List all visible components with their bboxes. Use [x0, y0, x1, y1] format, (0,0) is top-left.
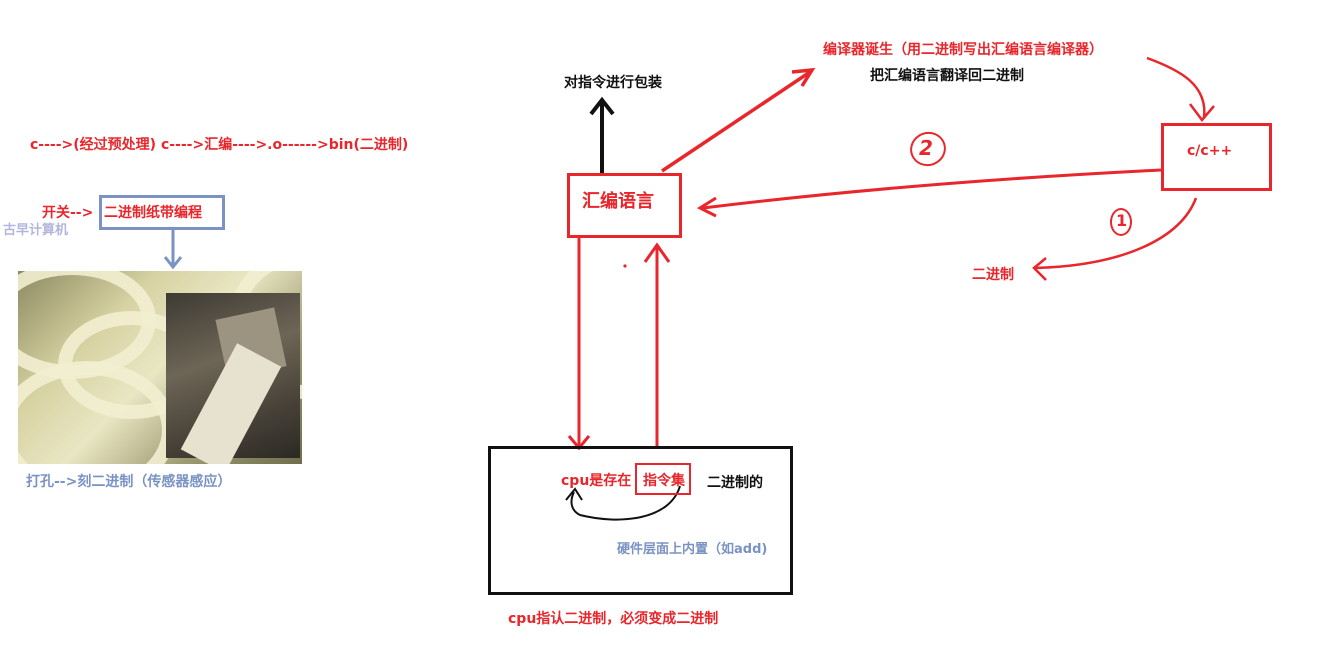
cpu-box: [488, 446, 793, 595]
step-one-marker: [1110, 208, 1132, 236]
cpu-instruction-set-prefix: cpu是存在: [561, 473, 632, 489]
assembly-language-label: 汇编语言: [582, 191, 654, 212]
step-one-label: 1: [1116, 211, 1128, 230]
cpp-to-assembly-arrow: [702, 168, 1162, 210]
cpp-to-assembly-arrowhead: [696, 196, 717, 218]
switch-label: 开关-->: [42, 205, 94, 221]
step-two-label: 2: [919, 136, 933, 160]
punched-tape-photo: [18, 271, 302, 464]
compiler-born-label: 编译器诞生（用二进制写出汇编语言编译器）: [823, 42, 1103, 58]
cpp-to-binary-curve: [1033, 197, 1198, 270]
compiler-to-cpp-arrowhead: [1189, 103, 1215, 122]
instruction-set-box: [635, 463, 691, 495]
instruction-set-loop-arrowhead: [565, 487, 583, 501]
compiler-to-cpp-curve: [1146, 56, 1206, 119]
wrap-instructions-label: 对指令进行包装: [564, 75, 662, 91]
compile-pipeline: c---->(经过预处理) c---->汇编---->.o------>bin(…: [30, 137, 409, 153]
binary-of-label: 二进制的: [707, 475, 763, 491]
wrap-arrowhead: [589, 96, 615, 116]
cpu-to-assembly-arrowhead: [643, 242, 671, 263]
punch-caption: 打孔-->刻二进制（传感器感应）: [26, 474, 232, 490]
hardware-builtin-label: 硬件层面上内置（如add): [617, 542, 768, 557]
tape-programming-label: 二进制纸带编程: [104, 205, 202, 221]
tape-programming-box: [99, 195, 225, 230]
binary-label: 二进制: [972, 267, 1014, 283]
early-computer-label: 古早计算机: [3, 223, 69, 238]
compiler-arrow: [661, 70, 811, 173]
stray-dot: [623, 264, 627, 268]
tape-to-photo-arrowhead: [163, 256, 183, 270]
cpp-label: c/c++: [1187, 143, 1233, 159]
instruction-set-loop: [570, 485, 681, 521]
translate-back-label: 把汇编语言翻译回二进制: [870, 68, 1024, 84]
cpu-instruction-set-boxed: 指令集: [643, 473, 685, 489]
cpp-box: [1161, 123, 1272, 191]
cpp-to-binary-arrowhead: [1032, 257, 1047, 281]
compiler-arrowhead: [791, 67, 816, 87]
assembly-language-box: [567, 173, 682, 238]
cpu-recognizes-label: cpu指认二进制，必须变成二进制: [508, 611, 719, 627]
